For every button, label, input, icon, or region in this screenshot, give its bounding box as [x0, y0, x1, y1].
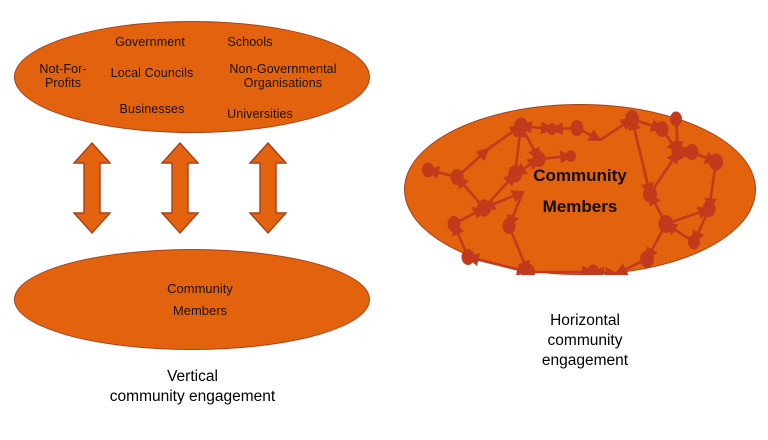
stakeholders-ellipse [14, 21, 370, 133]
vertical-caption-line2: community engagement [109, 388, 276, 405]
stakeholder-label-government: Government [115, 35, 185, 49]
double-arrow-icon-1 [72, 141, 112, 235]
community-network-line1: Community [533, 166, 627, 185]
double-arrow-icon-2 [160, 141, 200, 235]
community-network-line2: Members [542, 197, 618, 216]
community-network-graph [422, 110, 723, 275]
horizontal-engagement-caption: Horizontal community engagement [490, 311, 680, 371]
horizontal-caption-line3: engagement [541, 352, 629, 369]
stakeholder-label-local-councils: Local Councils [110, 66, 194, 80]
stakeholder-label-not-for-profits: Not-For-Profits [39, 62, 87, 90]
stakeholder-label-universities: Universities [227, 107, 293, 121]
stakeholder-label-schools: Schools [227, 35, 273, 49]
network-nodes [422, 110, 723, 275]
horizontal-caption-line2: community [547, 332, 623, 349]
stakeholder-label-non-governmental-organisations: Non-Governmental Organisations [229, 62, 337, 90]
community-members-line2: Members [172, 303, 228, 318]
vertical-engagement-panel: Government Schools Not-For-Profits Local… [14, 21, 370, 407]
bidirectional-arrows-group [70, 140, 320, 236]
community-members-ellipse [14, 249, 370, 350]
horizontal-engagement-panel: Community Members Horizontal community e… [390, 0, 768, 440]
vertical-caption-line1: Vertical [167, 368, 218, 385]
community-network-label: Community Members [505, 160, 655, 222]
double-arrow-icon-3 [248, 141, 288, 235]
community-members-label: Community Members [100, 278, 300, 322]
stakeholder-label-businesses: Businesses [119, 102, 185, 116]
arrows-svg [72, 141, 288, 235]
horizontal-caption-line1: Horizontal [550, 312, 620, 329]
community-members-line1: Community [167, 281, 233, 296]
vertical-engagement-caption: Vertical community engagement [45, 367, 340, 407]
